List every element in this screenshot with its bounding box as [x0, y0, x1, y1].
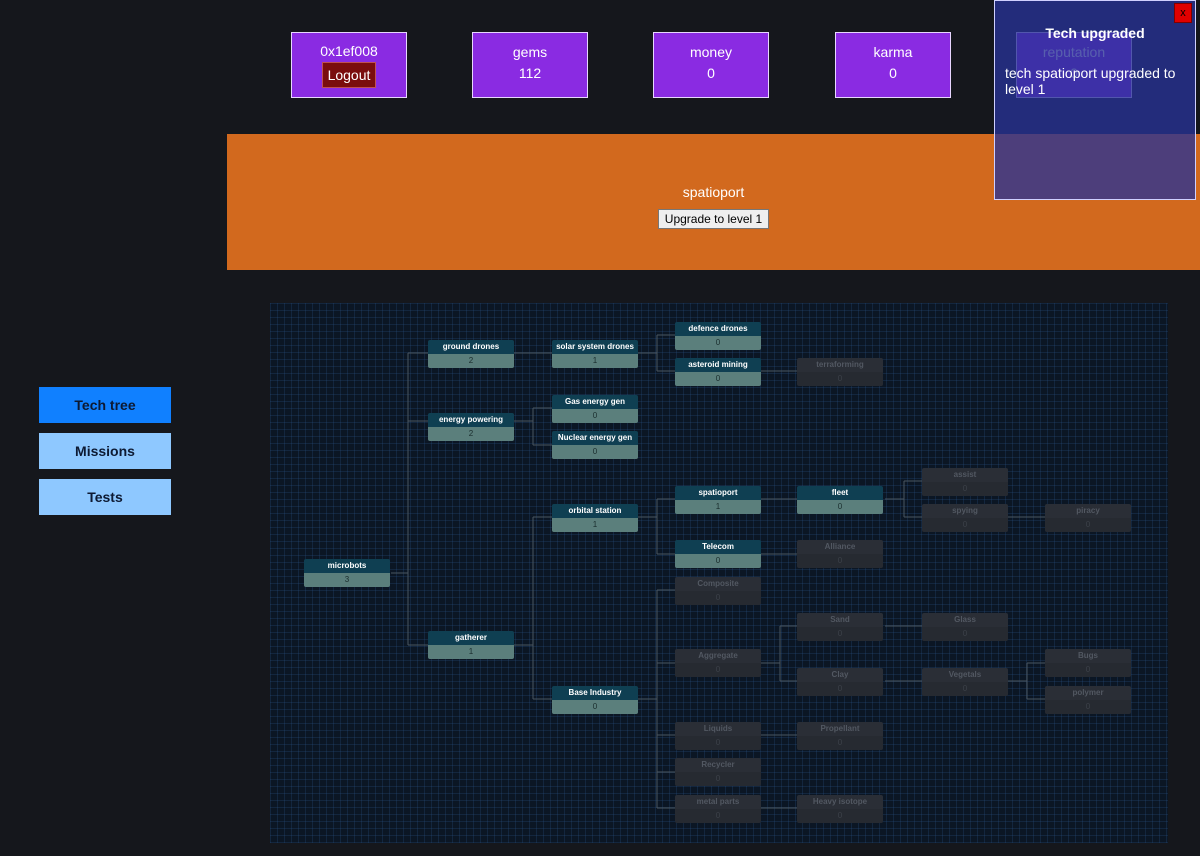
- tech-node-recycler[interactable]: Recycler 0: [675, 758, 761, 786]
- tech-node-metal-parts[interactable]: metal parts 0: [675, 795, 761, 823]
- tech-node-terraforming[interactable]: terraforming 0: [797, 358, 883, 386]
- tech-node-energy-powering[interactable]: energy powering 2: [428, 413, 514, 441]
- tech-node-glass[interactable]: Glass 0: [922, 613, 1008, 641]
- money-value: 0: [707, 65, 715, 81]
- toast-title: Tech upgraded: [1045, 25, 1145, 41]
- tech-node-fleet[interactable]: fleet 0: [797, 486, 883, 514]
- tech-node-asteroid-mining[interactable]: asteroid mining 0: [675, 358, 761, 386]
- tech-node-base-industry[interactable]: Base Industry 0: [552, 686, 638, 714]
- tech-node-propellant[interactable]: Propellant 0: [797, 722, 883, 750]
- money-box: money 0: [653, 32, 769, 98]
- nav-tests[interactable]: Tests: [39, 479, 171, 515]
- gems-label: gems: [512, 44, 548, 60]
- gems-value: 112: [518, 65, 542, 81]
- tech-node-ground-drones[interactable]: ground drones 2: [428, 340, 514, 368]
- logout-button[interactable]: Logout: [321, 62, 377, 88]
- selected-tech-name: spatioport: [682, 184, 745, 200]
- money-label: money: [689, 44, 733, 60]
- tech-node-polymer[interactable]: polymer 0: [1045, 686, 1131, 714]
- tech-node-microbots[interactable]: microbots 3: [304, 559, 390, 587]
- tech-node-gatherer[interactable]: gatherer 1: [428, 631, 514, 659]
- tech-node-liquids[interactable]: Liquids 0: [675, 722, 761, 750]
- tech-node-defence-drones[interactable]: defence drones 0: [675, 322, 761, 350]
- notification-toast: x Tech upgraded tech spatioport upgraded…: [994, 0, 1196, 200]
- tech-node-alliance[interactable]: Alliance 0: [797, 540, 883, 568]
- karma-box: karma 0: [835, 32, 951, 98]
- karma-value: 0: [889, 65, 897, 81]
- nav-missions[interactable]: Missions: [39, 433, 171, 469]
- tech-node-clay[interactable]: Clay 0: [797, 668, 883, 696]
- toast-message: tech spatioport upgraded to level 1: [1005, 65, 1176, 97]
- tech-tree-canvas: microbots 3 ground drones 2 energy power…: [270, 303, 1168, 843]
- user-box: 0x1ef008 Logout: [291, 32, 407, 98]
- tech-node-nuclear-energy-gen[interactable]: Nuclear energy gen 0: [552, 431, 638, 459]
- nav-tech-tree[interactable]: Tech tree: [39, 387, 171, 423]
- tech-node-sand[interactable]: Sand 0: [797, 613, 883, 641]
- close-icon[interactable]: x: [1174, 3, 1192, 23]
- tech-node-composite[interactable]: Composite 0: [675, 577, 761, 605]
- tech-node-orbital-station[interactable]: orbital station 1: [552, 504, 638, 532]
- upgrade-button[interactable]: Upgrade to level 1: [657, 209, 770, 229]
- tech-node-vegetals[interactable]: Vegetals 0: [922, 668, 1008, 696]
- tech-node-gas-energy-gen[interactable]: Gas energy gen 0: [552, 395, 638, 423]
- tech-node-bugs[interactable]: Bugs 0: [1045, 649, 1131, 677]
- user-id: 0x1ef008: [320, 43, 378, 59]
- tech-node-heavy-isotope[interactable]: Heavy isotope 0: [797, 795, 883, 823]
- tech-node-telecom[interactable]: Telecom 0: [675, 540, 761, 568]
- gems-box: gems 112: [472, 32, 588, 98]
- tech-node-spatioport[interactable]: spatioport 1: [675, 486, 761, 514]
- tech-node-spying[interactable]: spying 0: [922, 504, 1008, 532]
- karma-label: karma: [873, 44, 913, 60]
- tech-node-solar-system-drones[interactable]: solar system drones 1: [552, 340, 638, 368]
- tech-node-aggregate[interactable]: Aggregate 0: [675, 649, 761, 677]
- tech-node-piracy[interactable]: piracy 0: [1045, 504, 1131, 532]
- tree-connectors: [391, 334, 1045, 809]
- tech-node-assist[interactable]: assist 0: [922, 468, 1008, 496]
